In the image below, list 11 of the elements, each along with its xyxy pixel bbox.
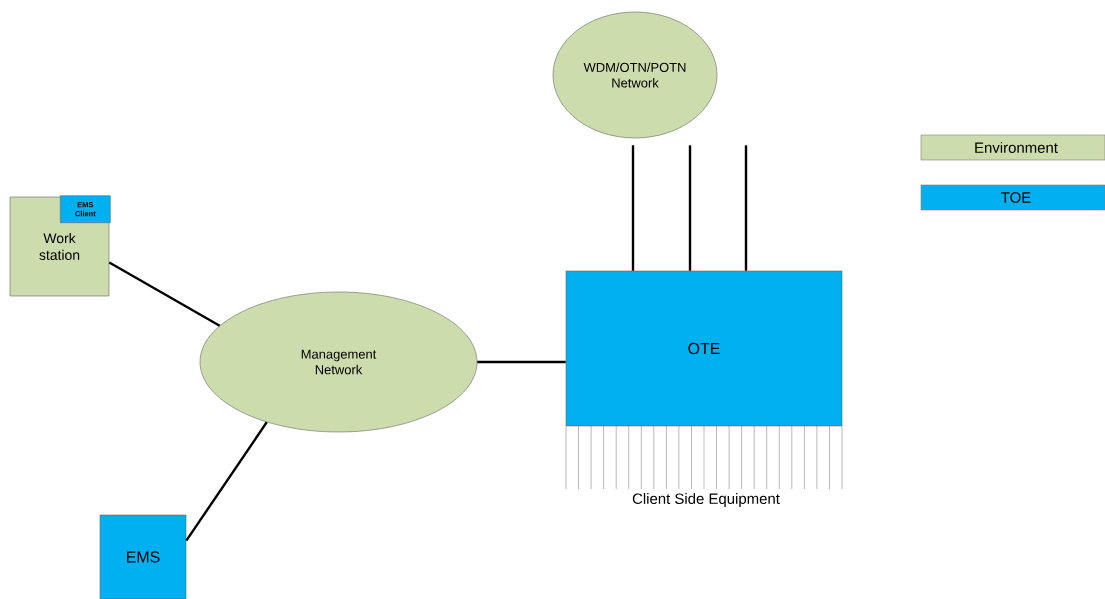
connector-line (185, 421, 268, 542)
connector-line (744, 145, 748, 271)
legend-label: Environment (975, 142, 1058, 153)
legend-label: TOE (1001, 192, 1031, 203)
connector-line (688, 145, 692, 271)
device-box: EMS (99, 514, 187, 599)
connector-line (108, 261, 221, 327)
caption-text: Client Side Equipment (632, 493, 780, 507)
connector-line (631, 145, 635, 271)
connector-line (477, 360, 566, 364)
device-box: OTE (565, 270, 843, 427)
